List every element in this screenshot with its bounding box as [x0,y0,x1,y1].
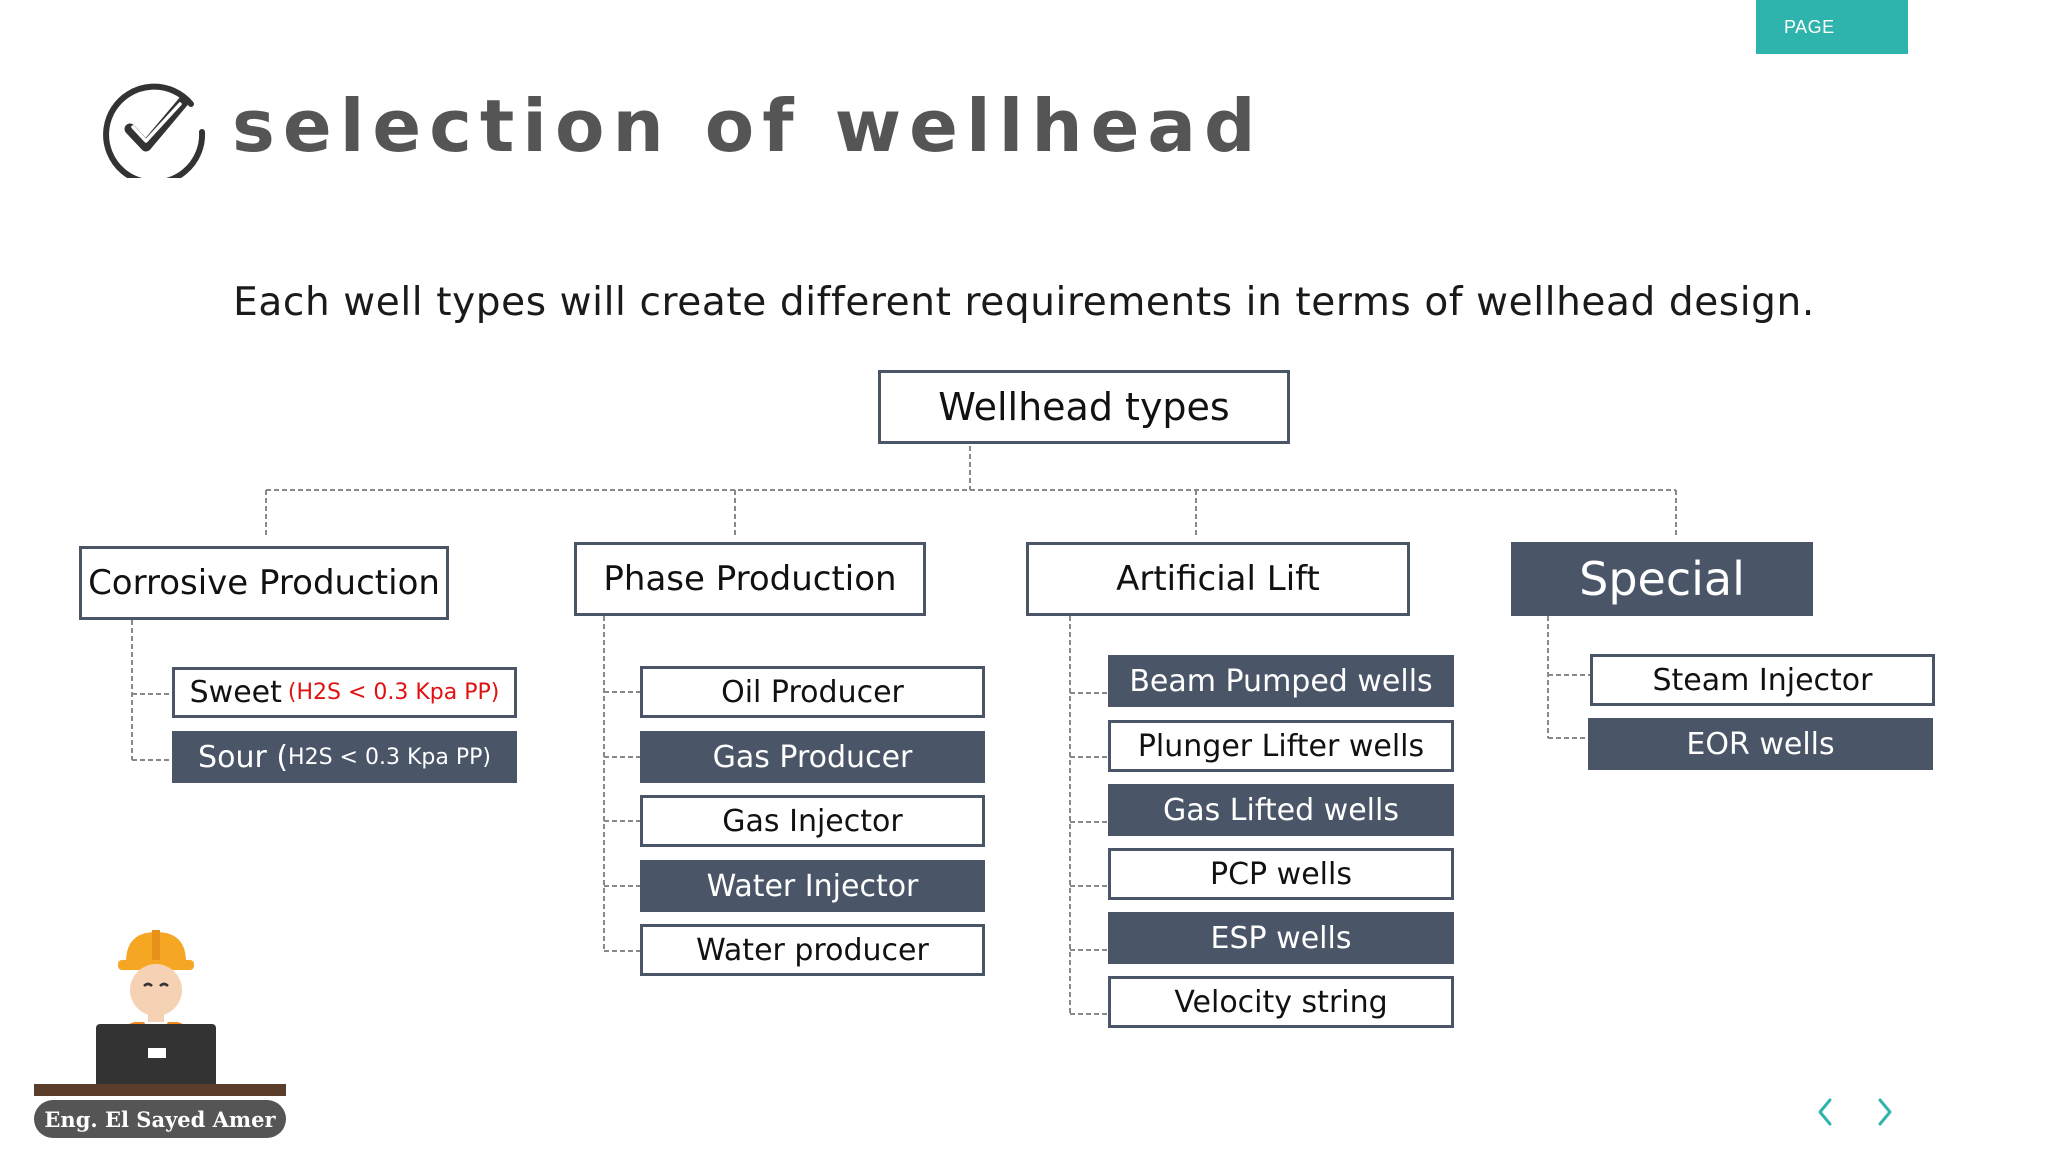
page-tab: PAGE [1756,0,1908,54]
diagram-root-node: Wellhead types [878,370,1290,444]
leaf-sour-note: H2S < 0.3 Kpa PP) [288,744,491,770]
leaf-sweet-note: (H2S < 0.3 Kpa PP) [287,680,500,705]
category-corrosive-production: Corrosive Production [79,546,449,620]
subtitle: Each well types will create different re… [233,280,1815,325]
chevron-right-icon[interactable] [1870,1094,1900,1130]
category-phase-production: Phase Production [574,542,926,616]
leaf-velocity-string: Velocity string [1108,976,1454,1028]
author-caption: Eng. El Sayed Amer [34,1100,286,1138]
leaf-water-injector: Water Injector [640,860,985,912]
leaf-sweet-label: Sweet [189,675,282,710]
leaf-sour-label: Sour ( [198,739,289,775]
leaf-gas-lifted-wells: Gas Lifted wells [1108,784,1454,836]
leaf-sweet: Sweet (H2S < 0.3 Kpa PP) [172,667,517,718]
leaf-gas-producer: Gas Producer [640,731,985,783]
leaf-plunger-lifter-wells: Plunger Lifter wells [1108,720,1454,772]
engineer-at-laptop-icon [34,930,286,1096]
leaf-pcp-wells: PCP wells [1108,848,1454,900]
leaf-esp-wells: ESP wells [1108,912,1454,964]
leaf-gas-injector: Gas Injector [640,795,985,847]
leaf-sour: Sour ( H2S < 0.3 Kpa PP) [172,731,517,783]
leaf-steam-injector: Steam Injector [1590,654,1935,706]
category-artificial-lift: Artificial Lift [1026,542,1410,616]
leaf-eor-wells: EOR wells [1588,718,1933,770]
page-title: selection of wellhead [232,84,1264,168]
leaf-beam-pumped-wells: Beam Pumped wells [1108,655,1454,707]
check-circle-icon [103,83,206,178]
category-special: Special [1511,542,1813,616]
chevron-left-icon[interactable] [1810,1094,1840,1130]
leaf-water-producer: Water producer [640,924,985,976]
leaf-oil-producer: Oil Producer [640,666,985,718]
